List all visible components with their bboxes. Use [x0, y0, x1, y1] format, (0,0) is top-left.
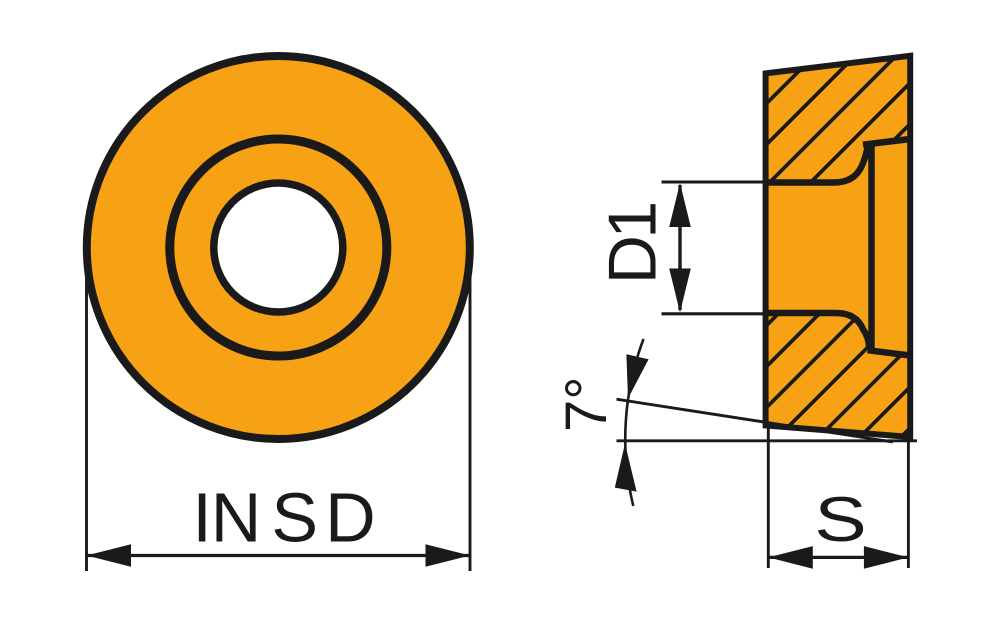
svg-text:D1: D1 [595, 204, 671, 285]
svg-text:7°: 7° [554, 377, 619, 432]
svg-text:S: S [814, 485, 867, 555]
